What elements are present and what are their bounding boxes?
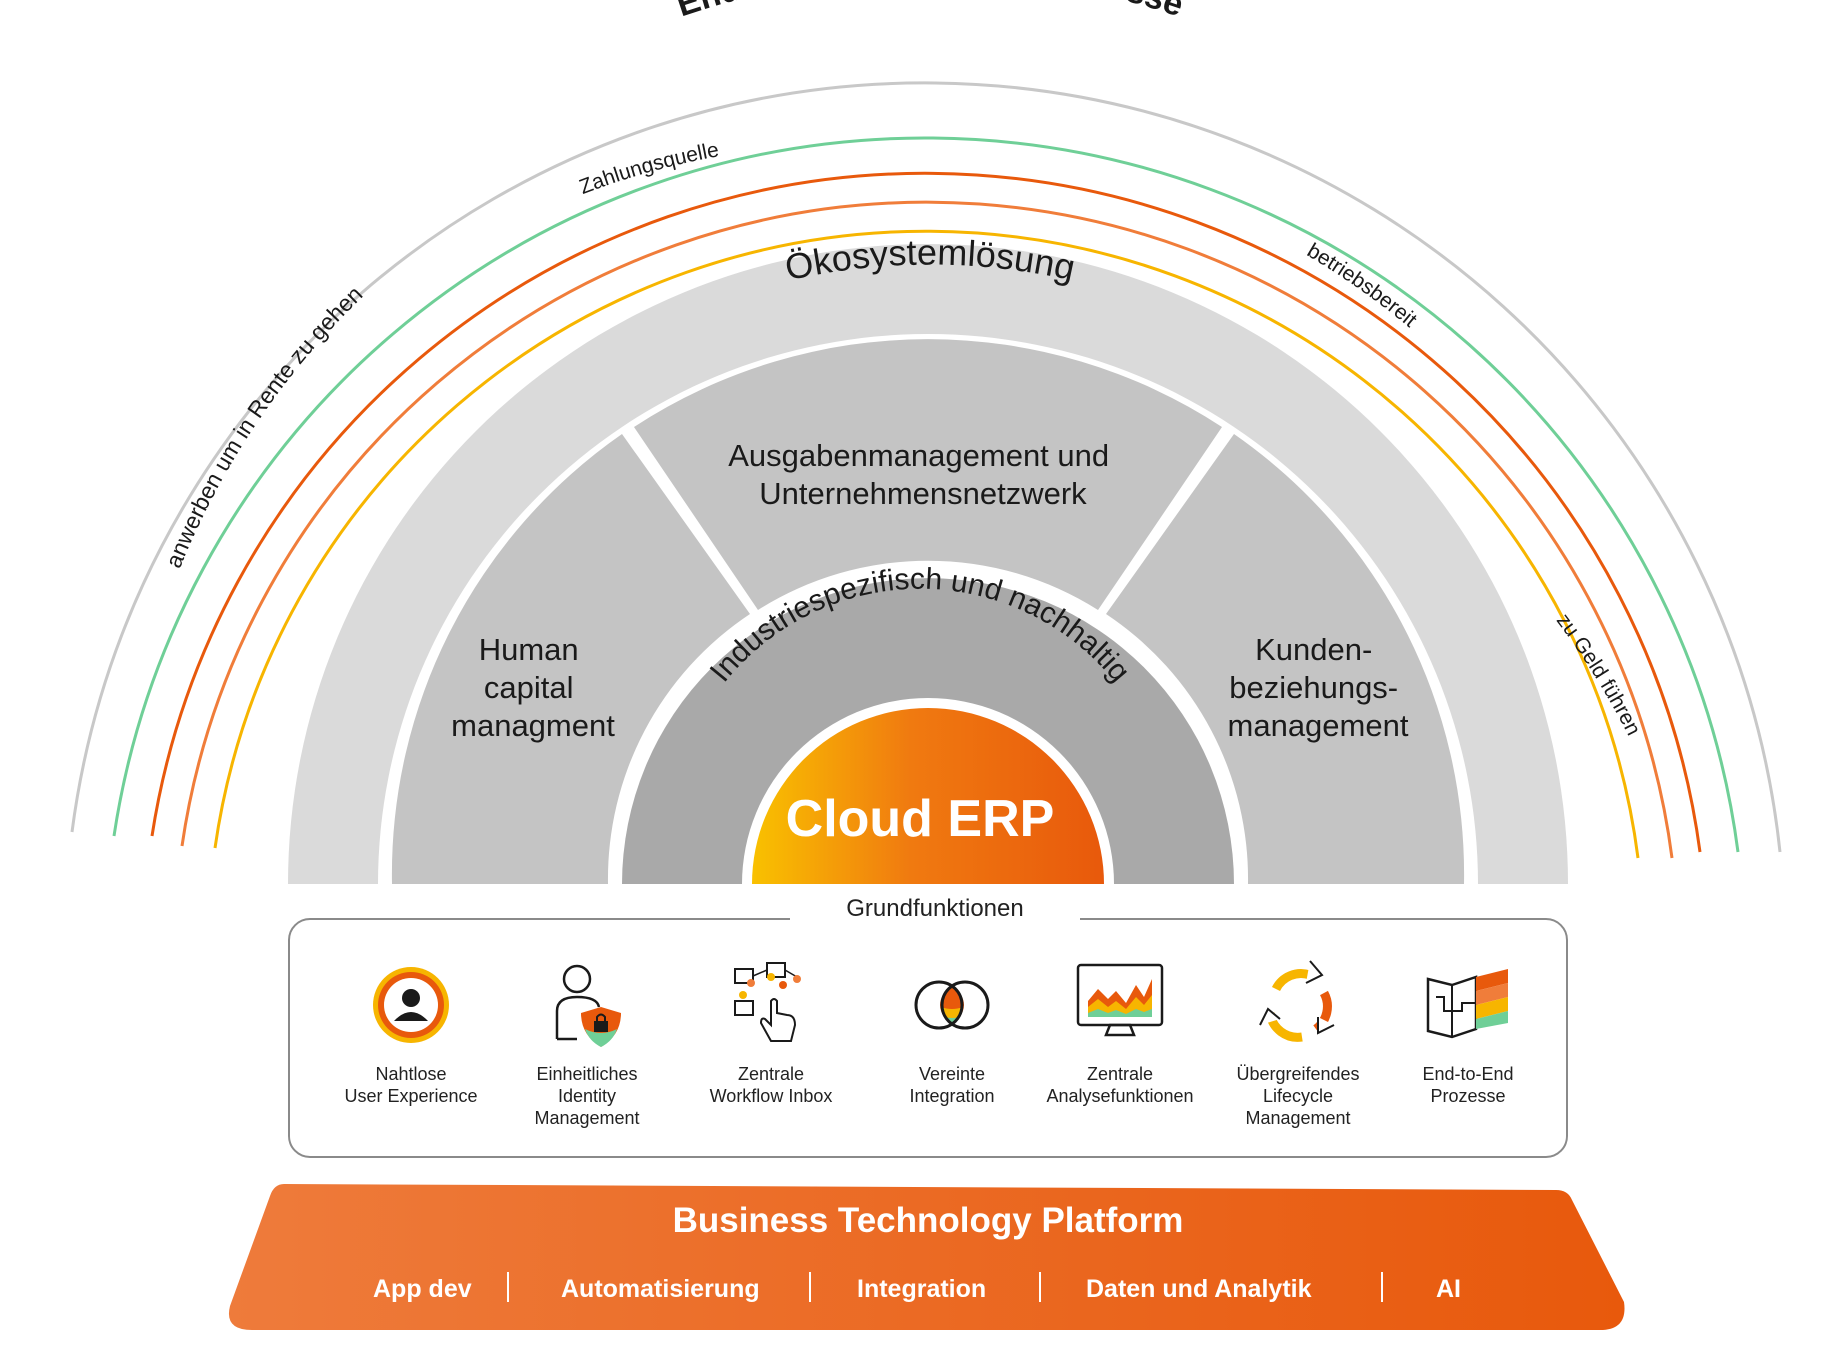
outer-gray-arc	[70, 81, 1782, 853]
function-workflow-inbox: Zentrale Workflow Inbox	[681, 955, 861, 1107]
function-label-line: Zentrale	[737, 1064, 805, 1084]
btp-title: Business Technology Platform	[672, 1201, 1184, 1240]
function-lifecycle: Übergreifendes Lifecycle Management	[1208, 955, 1388, 1129]
function-integration: Vereinte Integration	[862, 955, 1042, 1107]
process-arcs	[70, 81, 1782, 859]
title-text: End-to-End-Geschäftsprozesse	[672, 0, 1188, 24]
btp-item-app-dev[interactable]: App dev	[373, 1275, 472, 1303]
cloud-erp-core	[752, 708, 1104, 884]
orange-arc	[180, 200, 1674, 859]
function-end-to-end: End-to-End Prozesse	[1378, 955, 1558, 1107]
function-label-line: Management	[534, 1108, 640, 1128]
orange-dark-arc	[150, 171, 1702, 853]
function-user-experience: Nahtlose User Experience	[321, 955, 501, 1107]
lifecycle-icon	[1259, 960, 1335, 1042]
btp-item-automation[interactable]: Automatisierung	[561, 1275, 760, 1303]
segment-left	[391, 434, 750, 884]
btp-item-integration[interactable]: Integration	[857, 1275, 987, 1303]
workflow-inbox-icon	[734, 962, 801, 1042]
segment-top	[634, 339, 1222, 610]
function-label-line: User Experience	[344, 1086, 478, 1106]
function-label-line: Prozesse	[1430, 1086, 1506, 1106]
analytics-icon	[1076, 963, 1164, 1037]
btp-item-ai[interactable]: AI	[1436, 1275, 1461, 1303]
function-label-line: Einheitliches	[536, 1064, 638, 1084]
user-experience-icon	[373, 967, 449, 1043]
green-arc	[112, 136, 1740, 853]
btp-item-data-analytics[interactable]: Daten und Analytik	[1086, 1275, 1312, 1303]
integration-icon	[914, 980, 990, 1030]
arc-label-upper-right: betriebsbereit	[1303, 239, 1421, 332]
function-analytics: Zentrale Analysefunktionen	[1030, 955, 1210, 1107]
btp-separators	[507, 1272, 1383, 1302]
identity-management-icon	[555, 964, 621, 1047]
function-identity-management: Einheitliches Identity Management	[497, 955, 677, 1129]
segment-right-label: Kunden- beziehungs- management	[1228, 632, 1409, 743]
function-label-line: Übergreifendes	[1236, 1064, 1360, 1084]
segment-right	[1106, 434, 1465, 884]
function-label-line: Zentrale	[1086, 1064, 1154, 1084]
function-label-line: Management	[1245, 1108, 1351, 1128]
function-label-line: Integration	[909, 1086, 995, 1106]
core-functions-title: Grundfunktionen	[790, 895, 1080, 923]
segment-top-label: Ausgabenmanagement und Unternehmensnetzw…	[728, 438, 1118, 511]
arc-label-left: anwerben um in Rente zu gehen	[160, 281, 367, 572]
segment-left-label: Human capital managment	[451, 632, 615, 743]
function-label-line: Workflow Inbox	[709, 1086, 833, 1106]
function-label-line: Lifecycle	[1262, 1086, 1334, 1106]
function-label-line: Identity	[557, 1086, 617, 1106]
yellow-arc	[213, 229, 1640, 859]
function-label-line: Analysefunktionen	[1046, 1086, 1194, 1106]
function-label-line: Nahtlose	[375, 1064, 447, 1084]
btp-platform-bar	[228, 1184, 1625, 1330]
function-label-line: Vereinte	[918, 1064, 986, 1084]
end-to-end-process-icon	[1426, 969, 1508, 1039]
core-label: Cloud ERP	[786, 790, 1055, 848]
function-label-line: End-to-End	[1422, 1064, 1514, 1084]
arc-label-right: zu Geld führen	[1552, 609, 1645, 739]
